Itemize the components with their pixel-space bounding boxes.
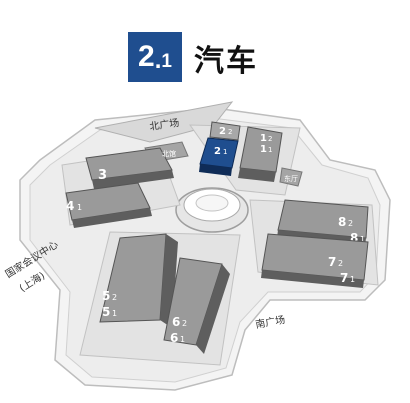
north-plaza-label: 北广场 <box>149 116 181 133</box>
hall-4-1-major: 4 <box>66 199 74 213</box>
hall-8-2-minor: 2 <box>348 219 353 228</box>
hall-2-1-minor: 1 <box>223 148 227 156</box>
hall-7[interactable]: 7 2 7 1 <box>261 233 369 288</box>
hall-1-1-major: 1 <box>260 144 267 155</box>
hall-3-label: 3 <box>98 168 107 183</box>
hall-6-2-minor: 2 <box>182 319 187 328</box>
hall-7-2-minor: 2 <box>338 259 343 268</box>
section-badge: 2 . 1 <box>128 32 182 82</box>
hall-8-2-major: 8 <box>338 215 346 229</box>
hall-1-2-major: 1 <box>260 133 267 144</box>
hall-8-1-major: 8 <box>350 231 358 245</box>
venue-map: 3 4 1 2 2 2 1 1 2 1 1 8 2 8 1 <box>3 101 391 391</box>
north-hall-label: 北馆 <box>162 149 176 158</box>
hall-4-1-minor: 1 <box>77 203 82 212</box>
hall-2[interactable]: 2 2 2 1 <box>199 121 241 176</box>
hall-1-1-minor: 1 <box>268 146 272 154</box>
hall-7-2-major: 7 <box>328 255 336 269</box>
hall-7-1-major: 7 <box>340 271 348 285</box>
hall-6-1-major: 6 <box>170 331 178 345</box>
hall-5-1-major: 5 <box>102 305 110 319</box>
hall-1[interactable]: 1 2 1 1 <box>238 126 283 182</box>
hall-4-1[interactable]: 4 1 <box>65 182 152 228</box>
hall-8-1-minor: 1 <box>360 235 365 244</box>
hall-6-1-minor: 1 <box>180 335 185 344</box>
hall-2-2-minor: 2 <box>228 128 232 136</box>
south-plaza-label: 南广场 <box>254 313 286 331</box>
hall-2-2-major: 2 <box>219 126 226 137</box>
page-title: 汽车 <box>194 44 258 79</box>
section-dot: . <box>154 47 162 74</box>
east-hall-label: 东厅 <box>284 174 298 183</box>
hall-6-2-major: 6 <box>172 315 180 329</box>
hall-1-2-minor: 2 <box>268 135 272 143</box>
central-hub <box>175 187 249 233</box>
hall-3[interactable]: 3 <box>85 147 174 189</box>
header: 2 . 1 汽车 <box>0 0 410 100</box>
section-major: 2 <box>138 40 155 73</box>
hall-7-1-minor: 1 <box>350 275 355 284</box>
hall-6[interactable]: 6 2 6 1 <box>163 257 230 354</box>
hall-2-1-major: 2 <box>214 146 221 157</box>
hall-5-1-minor: 1 <box>112 309 117 318</box>
hall-5-2-minor: 2 <box>112 293 117 302</box>
section-minor: 1 <box>161 50 172 72</box>
hall-5-2-major: 5 <box>102 289 110 303</box>
east-hall-building <box>279 167 303 187</box>
